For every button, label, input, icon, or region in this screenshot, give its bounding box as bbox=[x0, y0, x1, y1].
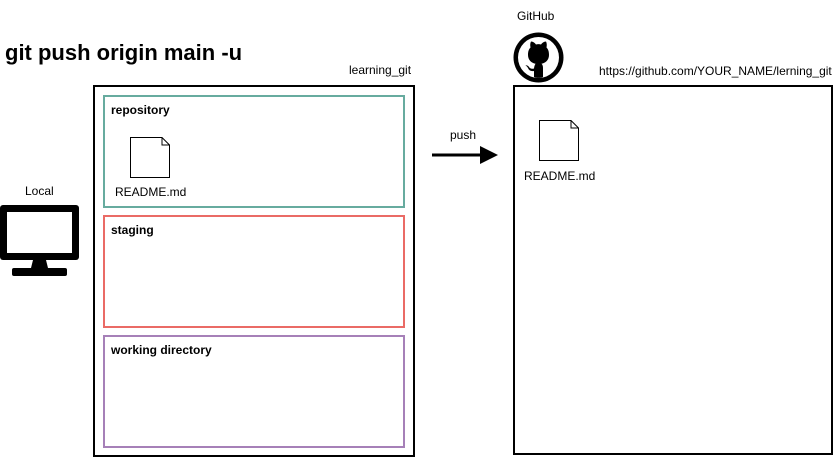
local-repo-box: repository README.md staging working dir… bbox=[93, 85, 415, 457]
push-label: push bbox=[450, 128, 477, 142]
staging-section: staging bbox=[103, 215, 405, 328]
monitor-icon bbox=[0, 205, 79, 276]
staging-label: staging bbox=[111, 223, 154, 237]
file-icon bbox=[539, 120, 579, 161]
repository-file-name: README.md bbox=[115, 185, 187, 199]
local-label: Local bbox=[25, 184, 54, 198]
github-label: GitHub bbox=[517, 9, 555, 23]
remote-file-name: README.md bbox=[524, 169, 596, 183]
local-repo-name: learning_git bbox=[349, 63, 412, 77]
push-arrow bbox=[432, 146, 498, 164]
remote-repo-box: README.md bbox=[513, 85, 833, 455]
page-title: git push origin main -u bbox=[5, 40, 243, 65]
github-icon bbox=[513, 32, 564, 83]
working-directory-label: working directory bbox=[111, 343, 212, 357]
github-url: https://github.com/YOUR_NAME/lerning_git bbox=[599, 64, 832, 78]
repository-label: repository bbox=[111, 103, 170, 117]
file-icon bbox=[130, 137, 170, 178]
working-directory-section: working directory bbox=[103, 335, 405, 448]
repository-section: repository README.md bbox=[103, 95, 405, 208]
